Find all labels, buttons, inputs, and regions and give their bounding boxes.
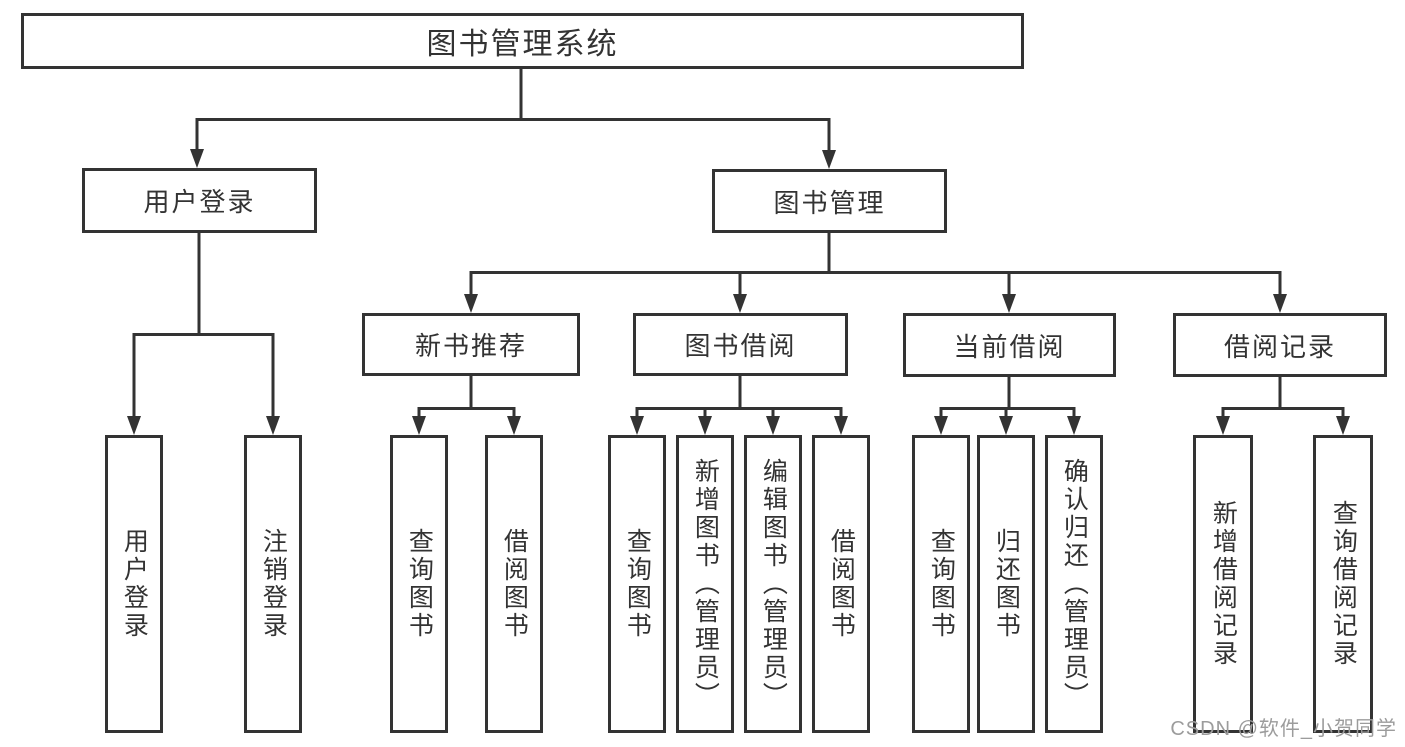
leaf-edit-book-admin: 编辑图书（管理员） bbox=[744, 435, 802, 733]
node-book-borrow: 图书借阅 bbox=[633, 313, 848, 376]
leaf-confirm-return-admin-label: 确认归还（管理员） bbox=[1060, 458, 1089, 710]
node-root: 图书管理系统 bbox=[21, 13, 1024, 69]
node-user-login: 用户登录 bbox=[82, 168, 317, 233]
node-current-borrow-label: 当前借阅 bbox=[953, 331, 1066, 362]
leaf-logout: 注销登录 bbox=[244, 435, 302, 733]
node-current-borrow: 当前借阅 bbox=[903, 313, 1116, 377]
leaf-query-books-current: 查询图书 bbox=[912, 435, 970, 733]
leaf-borrow-books-recommend: 借阅图书 bbox=[485, 435, 543, 733]
leaf-query-books-borrow-label: 查询图书 bbox=[623, 528, 652, 640]
leaf-user-login-label: 用户登录 bbox=[120, 528, 149, 640]
node-root-label: 图书管理系统 bbox=[426, 28, 619, 61]
csdn-watermark: CSDN @软件_小贺同学 bbox=[1170, 718, 1397, 740]
leaf-query-borrow-record: 查询借阅记录 bbox=[1313, 435, 1373, 733]
leaf-query-borrow-record-label: 查询借阅记录 bbox=[1329, 500, 1358, 668]
leaf-borrow-books-label: 借阅图书 bbox=[827, 528, 856, 640]
node-borrow-record-label: 借阅记录 bbox=[1223, 331, 1336, 362]
leaf-query-books-recommend-label: 查询图书 bbox=[405, 528, 434, 640]
leaf-query-books-recommend: 查询图书 bbox=[390, 435, 448, 733]
leaf-add-borrow-record: 新增借阅记录 bbox=[1193, 435, 1253, 733]
node-book-borrow-label: 图书借阅 bbox=[684, 331, 797, 361]
node-user-login-label: 用户登录 bbox=[143, 187, 256, 217]
leaf-query-books-borrow: 查询图书 bbox=[608, 435, 666, 733]
node-book-management-label: 图书管理 bbox=[773, 187, 886, 218]
leaf-user-login: 用户登录 bbox=[105, 435, 163, 733]
leaf-query-books-current-label: 查询图书 bbox=[927, 528, 956, 640]
node-book-management: 图书管理 bbox=[712, 169, 947, 233]
leaf-return-book: 归还图书 bbox=[977, 435, 1035, 733]
leaf-add-book-admin-label: 新增图书（管理员） bbox=[691, 458, 720, 710]
leaf-borrow-books: 借阅图书 bbox=[812, 435, 870, 733]
leaf-return-book-label: 归还图书 bbox=[992, 528, 1021, 640]
leaf-borrow-books-recommend-label: 借阅图书 bbox=[500, 528, 529, 640]
node-new-book-recommend-label: 新书推荐 bbox=[414, 331, 527, 361]
leaf-confirm-return-admin: 确认归还（管理员） bbox=[1045, 435, 1103, 733]
node-borrow-record: 借阅记录 bbox=[1173, 313, 1387, 377]
leaf-edit-book-admin-label: 编辑图书（管理员） bbox=[759, 458, 788, 710]
leaf-logout-label: 注销登录 bbox=[259, 528, 288, 640]
leaf-add-book-admin: 新增图书（管理员） bbox=[676, 435, 734, 733]
node-new-book-recommend: 新书推荐 bbox=[362, 313, 580, 376]
leaf-add-borrow-record-label: 新增借阅记录 bbox=[1209, 500, 1238, 668]
